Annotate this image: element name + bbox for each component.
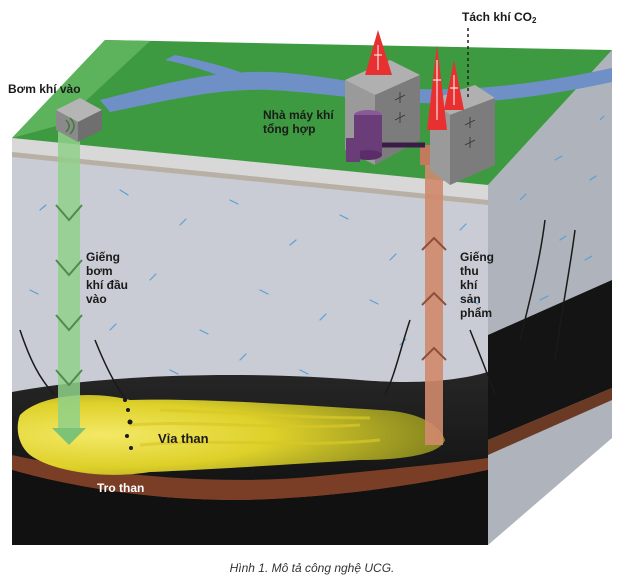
label-ash: Tro than [97,481,145,495]
ash-particles [123,398,133,450]
label-injection-pump: Bơm khí vào [8,82,81,96]
label-coal-seam: Vỉa than [158,431,209,446]
flare-stacks [365,30,464,130]
label-injection-well: Giếng bơm khí đầu vào [86,250,129,306]
label-co2-separation: Tách khí CO2 [462,10,537,25]
rock-fractures [19,219,576,399]
injection-pump-box [56,98,102,142]
syngas-plant [345,60,495,185]
gasification-zone [17,395,445,475]
label-syngas-plant: Nhà máy khí tổng hợp [263,108,334,136]
block-right-face [488,50,612,545]
rock-texture [29,115,605,375]
ucg-diagram [12,28,612,545]
injection-well [52,130,86,445]
label-production-well: Giếng thu khí sản phẩm [460,250,495,320]
figure-caption: Hình 1. Mô tả công nghệ UCG. [229,561,395,575]
